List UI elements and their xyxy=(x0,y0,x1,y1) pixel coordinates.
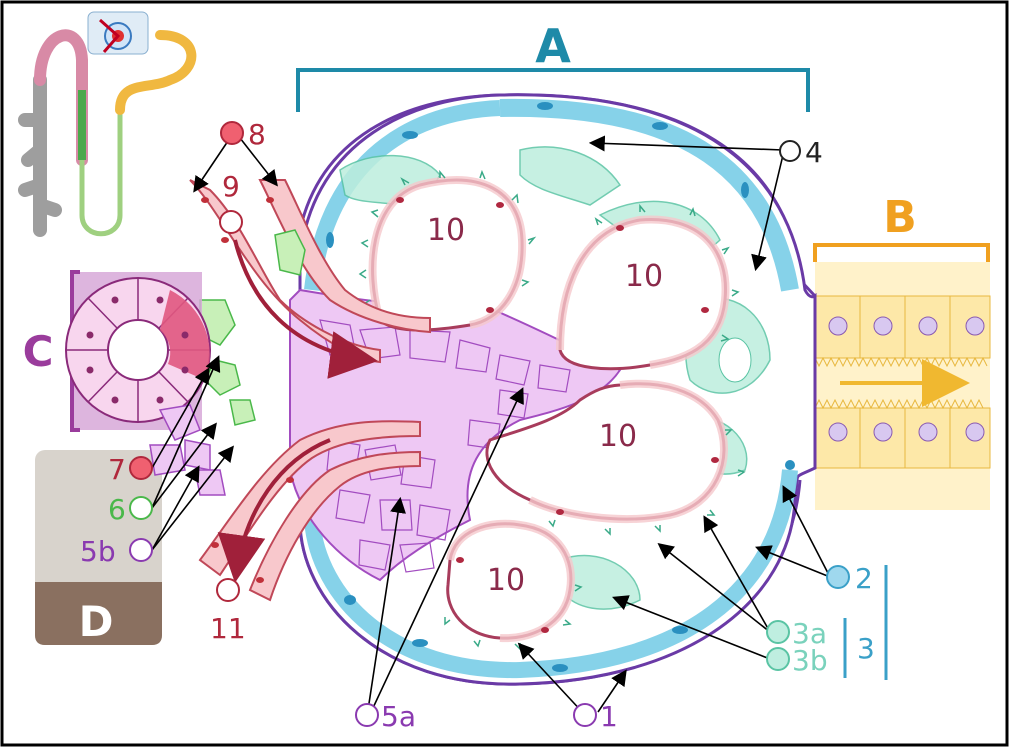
label-d: D xyxy=(79,597,114,646)
label-10-bottom: 10 xyxy=(487,563,525,598)
callout-5b-text: 5b xyxy=(80,535,116,568)
callout-4: 4 xyxy=(780,136,823,169)
callout-5a: 5a xyxy=(356,700,416,733)
callout-2-text: 2 xyxy=(855,562,873,595)
label-a: A xyxy=(535,19,571,73)
label-10-right-lower: 10 xyxy=(599,419,637,454)
callout-11-text: 11 xyxy=(210,612,246,645)
callout-1-text: 1 xyxy=(600,700,618,733)
callout-7-text: 7 xyxy=(108,453,126,486)
callout-9-text: 9 xyxy=(222,170,240,203)
label-c: C xyxy=(23,327,54,376)
callout-4-text: 4 xyxy=(805,136,823,169)
podocyte-vacuole xyxy=(719,338,751,382)
callout-3b: 3b xyxy=(767,644,828,677)
callout-8: 8 xyxy=(221,118,266,151)
callout-5a-text: 5a xyxy=(381,700,416,733)
label-b: B xyxy=(883,192,917,243)
callout-9: 9 xyxy=(220,170,242,233)
callout-6-text: 6 xyxy=(108,493,126,526)
nephron-inset-icon xyxy=(25,12,191,234)
label-10-right-upper: 10 xyxy=(625,259,663,294)
callout-1: 1 xyxy=(574,700,618,733)
callout-3b-text: 3b xyxy=(792,644,828,677)
callout-11: 11 xyxy=(210,579,246,645)
label-10-top: 10 xyxy=(427,213,465,248)
callout-8-text: 8 xyxy=(248,118,266,151)
callout-2: 2 xyxy=(827,562,873,595)
callout-3-text: 3 xyxy=(857,632,875,665)
proximal-tubule: B xyxy=(815,192,990,510)
